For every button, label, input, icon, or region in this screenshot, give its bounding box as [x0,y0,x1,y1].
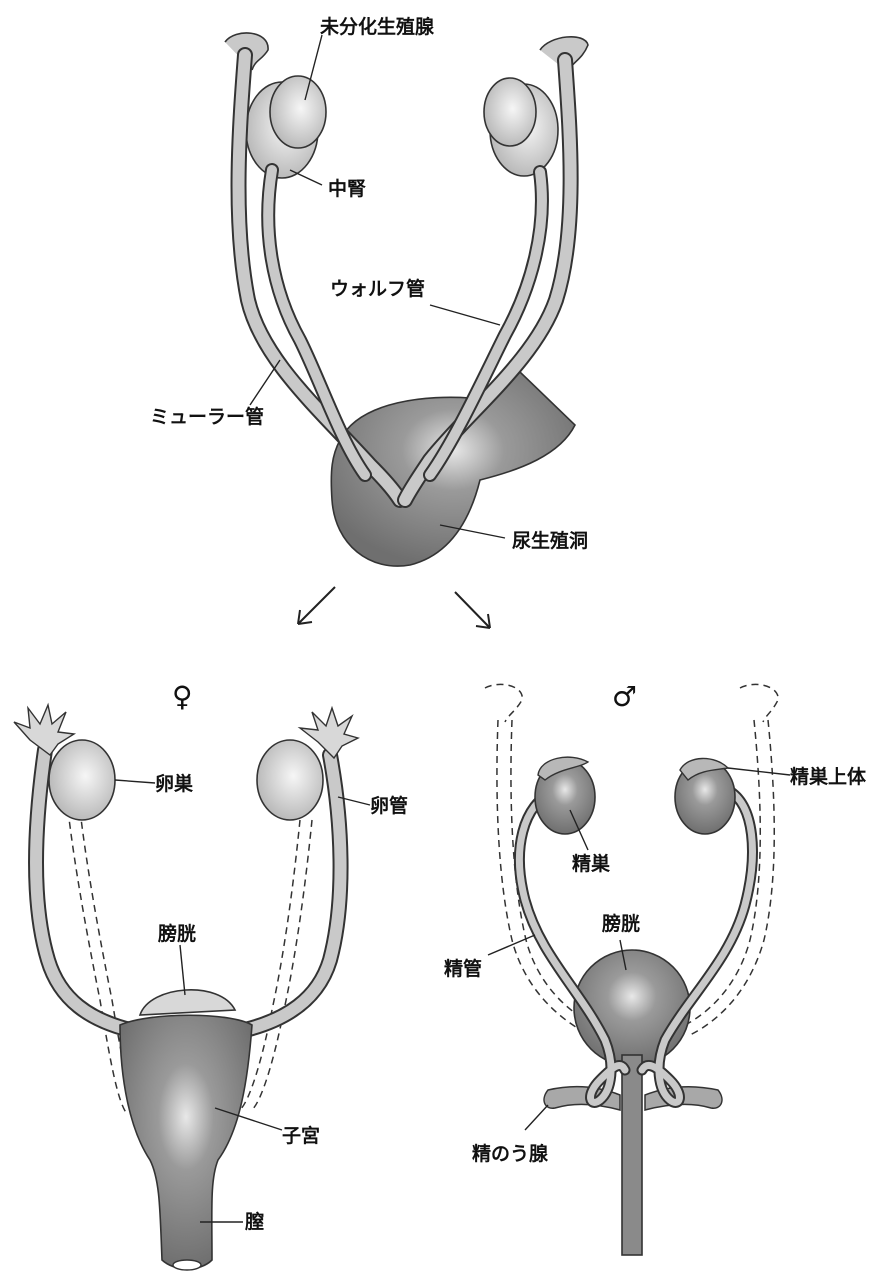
ovary-left [49,740,115,820]
label-mesonephros: 中腎 [328,177,366,200]
label-gonad: 未分化生殖腺 [319,15,435,38]
label-male-bladder: 膀胱 [601,912,640,935]
vas-deferens-right [642,790,752,1102]
label-oviduct: 卵管 [370,794,408,817]
gonad-left [270,76,326,148]
label-ovary: 卵巣 [155,772,194,795]
ovary-right [257,740,323,820]
male-symbol: ♂ [612,680,637,713]
undifferentiated-stage: 未分化生殖腺 中腎 ウォルフ管 ミューラー管 尿生殖洞 [150,15,588,566]
label-mullerian: ミューラー管 [150,405,264,428]
label-urogenital-sinus: 尿生殖洞 [512,529,588,552]
female-stage: ♀ 卵巣 卵管 膀胱 子宮 膣 [14,680,408,1270]
label-seminal-vesicle: 精のう腺 [472,1142,549,1165]
uterus [120,1015,252,1269]
label-wolffian: ウォルフ管 [330,277,425,300]
gonad-right [484,78,536,146]
arrow-down-right-icon [455,592,490,628]
label-vas-deferens: 精管 [444,957,482,980]
label-epididymis: 精巣上体 [790,765,867,788]
male-stage: ♂ 精巣上体 精巣 [444,680,867,1255]
label-uterus: 子宮 [282,1124,320,1147]
urethra [622,1055,642,1255]
female-symbol: ♀ [172,680,193,713]
label-vagina: 膣 [244,1210,264,1233]
vas-deferens-left [519,790,625,1102]
label-female-bladder: 膀胱 [157,922,196,945]
label-testis: 精巣 [572,852,611,875]
arrow-down-left-icon [298,587,335,624]
female-bladder [140,990,235,1015]
